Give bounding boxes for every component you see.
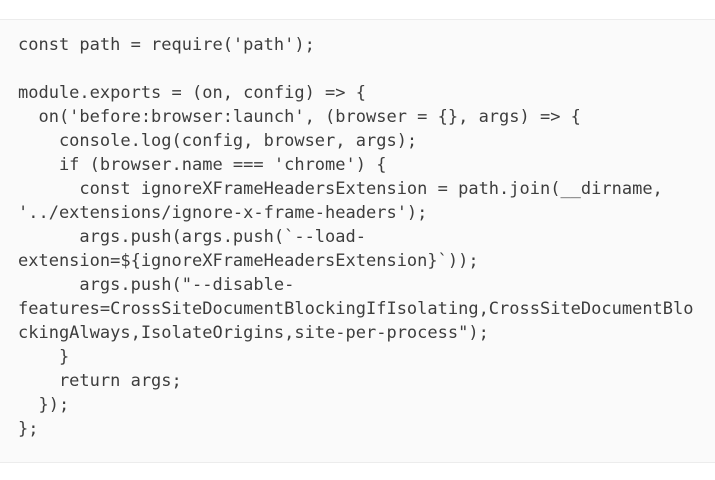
bottom-spacer — [0, 463, 715, 480]
code-line: const ignoreXFrameHeadersExtension = pat… — [18, 179, 663, 199]
code-block: const path = require('path'); module.exp… — [0, 19, 715, 463]
code-line: on('before:browser:launch', (browser = {… — [18, 107, 581, 127]
code-line — [18, 57, 697, 81]
code-line: '../extensions/ignore-x-frame-headers'); — [18, 203, 428, 223]
code-line: args.push("--disable- — [18, 275, 295, 295]
code-line: module.exports = (on, config) => { — [18, 83, 366, 103]
code-line: }); — [18, 395, 70, 415]
code-line: const path = require('path'); — [18, 35, 315, 55]
code-line: } — [18, 347, 70, 367]
code-line: features=CrossSiteDocumentBlockingIfIsol… — [18, 299, 694, 319]
code-line: console.log(config, browser, args); — [18, 131, 418, 151]
code-line: ckingAlways,IsolateOrigins,site-per-proc… — [18, 323, 489, 343]
code-line: args.push(args.push(`--load- — [18, 227, 366, 247]
code-line: return args; — [18, 371, 182, 391]
top-spacer — [0, 0, 715, 19]
code-line: extension=${ignoreXFrameHeadersExtension… — [18, 251, 479, 271]
code-line: }; — [18, 419, 39, 439]
code-line: if (browser.name === 'chrome') { — [18, 155, 387, 175]
